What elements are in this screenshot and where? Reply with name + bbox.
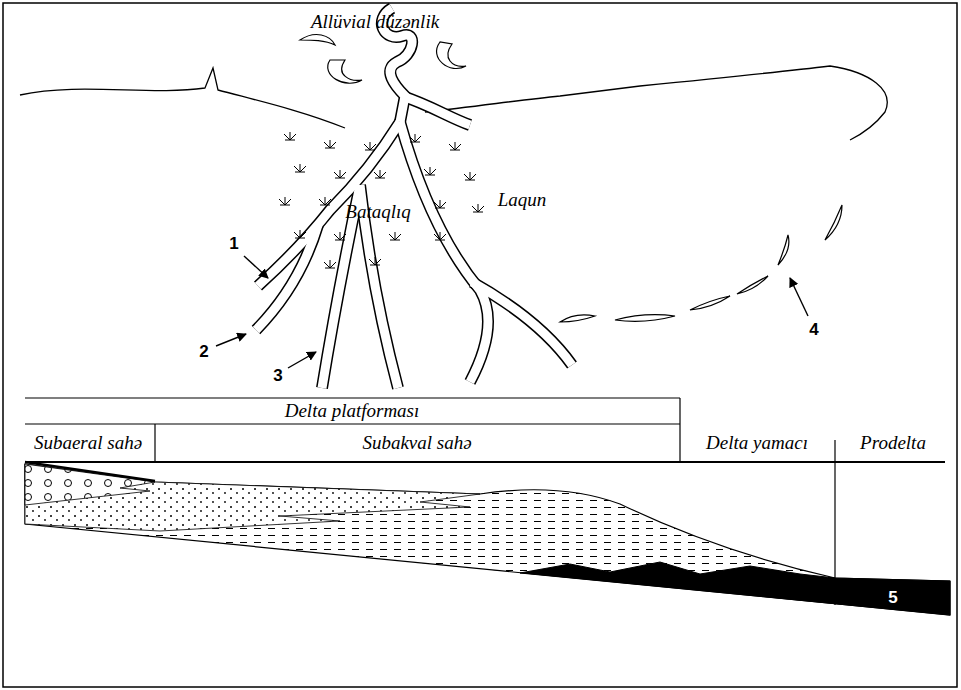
- zone-label: Subakval sahə: [362, 433, 471, 454]
- zone-label: Delta platforması: [285, 401, 420, 422]
- marsh-tuft: [319, 197, 331, 205]
- marsh-tuft: [364, 142, 376, 150]
- marsh-tuft: [334, 170, 346, 178]
- zone-label: Prodelta: [860, 433, 926, 454]
- region-label: Laqun: [498, 190, 547, 211]
- callout-number: 1: [229, 235, 238, 254]
- distributary-channel: [256, 8, 572, 388]
- zone-label: Subaeral sahə: [34, 433, 142, 454]
- marsh-tuft: [389, 232, 401, 240]
- region-label: Bataqlıq: [345, 202, 410, 223]
- marsh-tuft: [294, 164, 306, 172]
- frame: [3, 3, 957, 687]
- region-label: Allüvial düzənlik: [311, 12, 439, 33]
- marsh-tuft: [449, 142, 461, 150]
- marsh-tuft: [464, 172, 476, 180]
- delta-cross-section: [25, 462, 950, 615]
- marsh-tuft: [409, 134, 421, 142]
- leader-line: [216, 256, 808, 368]
- marsh-tuft: [434, 200, 446, 208]
- callout-number: 4: [809, 321, 818, 340]
- marsh-tuft: [279, 197, 291, 205]
- marsh-tuft: [369, 257, 381, 265]
- marsh-tuft: [472, 204, 484, 212]
- marsh-tuft: [334, 232, 346, 240]
- marsh-tuft: [374, 170, 386, 178]
- barrier-island: [560, 205, 842, 322]
- marsh-tuft: [284, 132, 296, 140]
- marsh-vegetation: [279, 132, 484, 268]
- shoreline: [20, 66, 887, 140]
- oxbow-lake: [300, 35, 466, 84]
- marsh-tuft: [324, 260, 336, 268]
- marsh-tuft: [294, 230, 306, 238]
- callout-number: 5: [888, 589, 897, 608]
- marsh-tuft: [434, 232, 446, 240]
- marsh-tuft: [424, 167, 436, 175]
- callout-number: 3: [273, 367, 282, 386]
- marsh-tuft: [324, 140, 336, 148]
- zone-label: Delta yamacı: [706, 433, 808, 454]
- callout-number: 2: [199, 343, 208, 362]
